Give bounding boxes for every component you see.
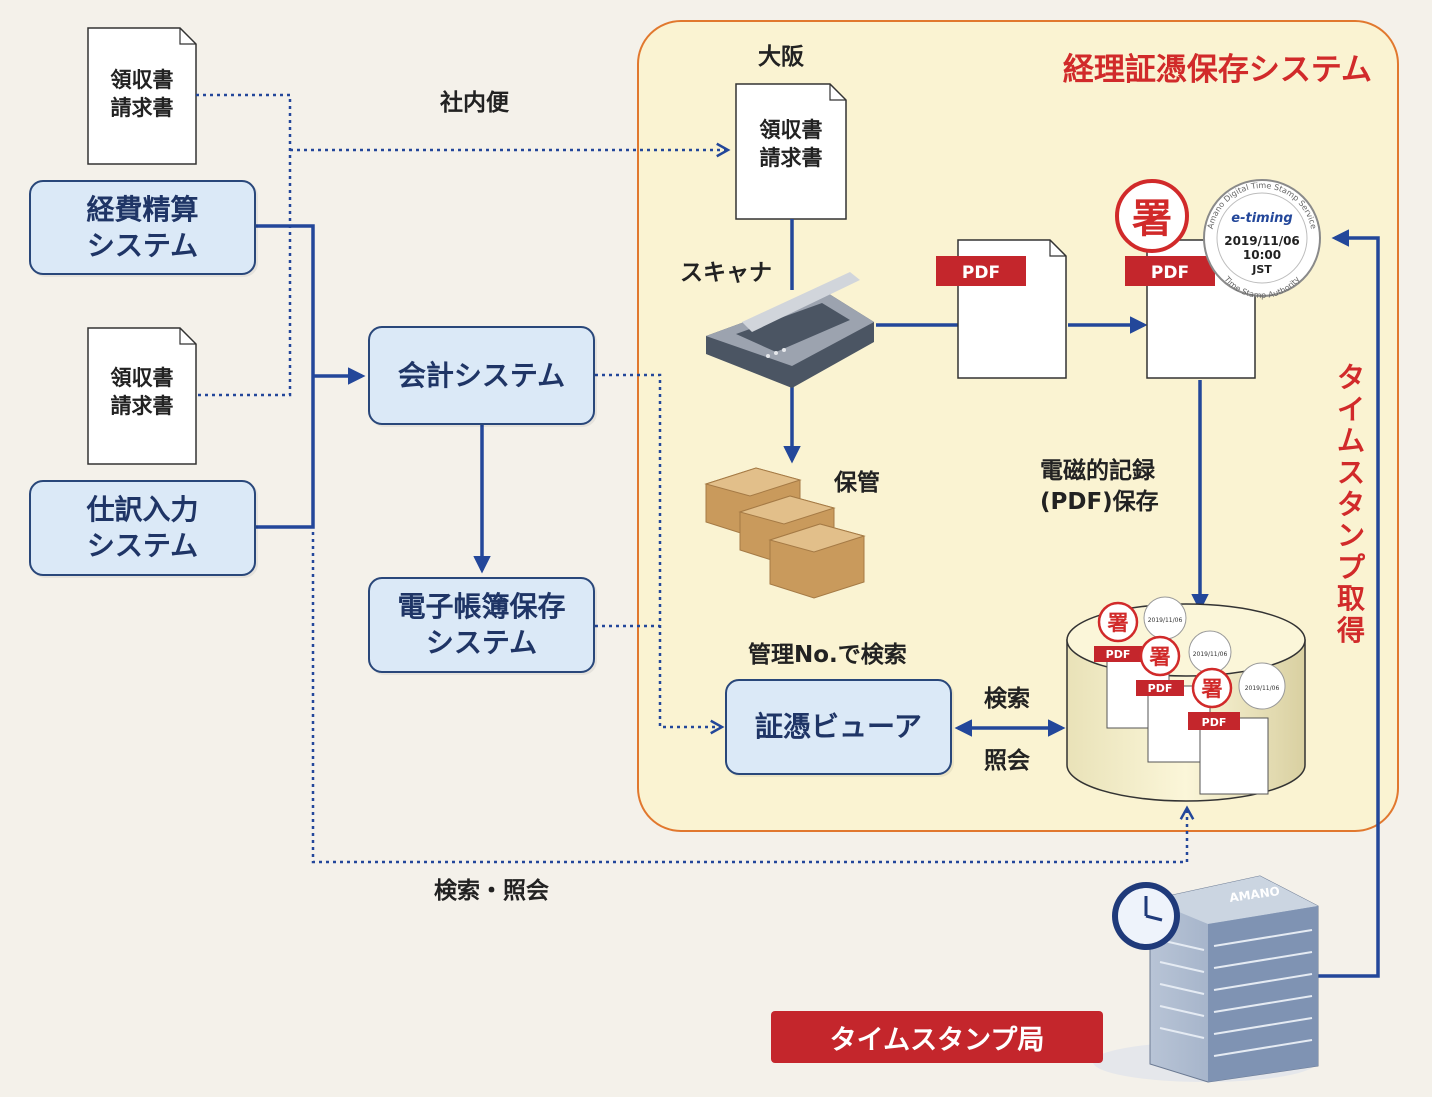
receipt-invoice-text-osaka: 領収書 請求書	[759, 118, 823, 171]
signature-char: 署	[1132, 196, 1172, 242]
document-receipt-1	[87, 27, 197, 165]
pdf-label-2: PDF	[1151, 263, 1189, 283]
timestamp-authority-building-icon	[1093, 875, 1319, 1083]
db-seal-date-1: 2019/11/06	[1148, 617, 1183, 624]
search-reference-label: 検索・照会	[434, 878, 549, 904]
document-receipt-osaka	[735, 83, 847, 220]
reference-label: 照会	[984, 748, 1030, 774]
seal-zone: JST	[1251, 263, 1272, 276]
region-title: 経理証憑保存システム	[1062, 52, 1372, 88]
osaka-label: 大阪	[758, 44, 804, 70]
pdf-label-1: PDF	[962, 263, 1000, 283]
db-signature-3: 署	[1201, 677, 1223, 701]
timestamp-acquire-label: タイムスタンプ取得	[1336, 361, 1365, 647]
seal-time: 10:00	[1243, 248, 1281, 262]
clock-icon	[1112, 882, 1180, 950]
accounting-system[interactable]: 会計システム	[368, 326, 595, 425]
db-pdf-label-3: PDF	[1202, 716, 1227, 729]
timestamp-station-badge: タイムスタンプ局	[771, 1011, 1103, 1063]
scanner-icon	[706, 272, 874, 388]
db-signature-1: 署	[1107, 611, 1129, 635]
scanner-label: スキャナ	[680, 260, 772, 286]
db-seal-date-3: 2019/11/06	[1245, 685, 1280, 692]
journal-entry-system[interactable]: 仕訳入力 システム	[29, 480, 256, 576]
search-label: 検索	[984, 686, 1030, 712]
solid-connectors	[256, 219, 1380, 978]
search-by-no-label: 管理No.で検索	[748, 642, 907, 668]
electronic-ledger-system[interactable]: 電子帳簿保存 システム	[368, 577, 595, 673]
document-receipt-2	[87, 327, 197, 465]
stored-signed-pdfs	[1094, 596, 1286, 795]
storage-boxes-icon	[704, 467, 866, 599]
building-sign: AMANO	[1228, 884, 1280, 905]
electronic-record-label: 電磁的記録 (PDF)保存	[1040, 458, 1159, 516]
seal-date: 2019/11/06	[1224, 234, 1300, 248]
internal-mail-label: 社内便	[440, 90, 509, 116]
expense-settlement-system[interactable]: 経費精算 システム	[29, 180, 256, 275]
signature-stamp-icon	[1115, 179, 1189, 253]
db-seal-date-2: 2019/11/06	[1193, 651, 1228, 658]
dotted-connectors	[196, 93, 1187, 864]
timestamp-seal-icon	[1203, 179, 1321, 297]
pdf-document-icon	[936, 239, 1067, 379]
db-signature-2: 署	[1149, 645, 1171, 669]
voucher-viewer[interactable]: 証憑ビューア	[725, 679, 952, 775]
db-pdf-label-1: PDF	[1106, 648, 1131, 661]
db-pdf-label-2: PDF	[1148, 682, 1173, 695]
storage-label: 保管	[834, 470, 880, 496]
receipt-invoice-text-2: 領収書 請求書	[110, 366, 174, 419]
seal-brand: e-timing	[1231, 211, 1292, 226]
receipt-invoice-text-1: 領収書 請求書	[110, 68, 174, 121]
